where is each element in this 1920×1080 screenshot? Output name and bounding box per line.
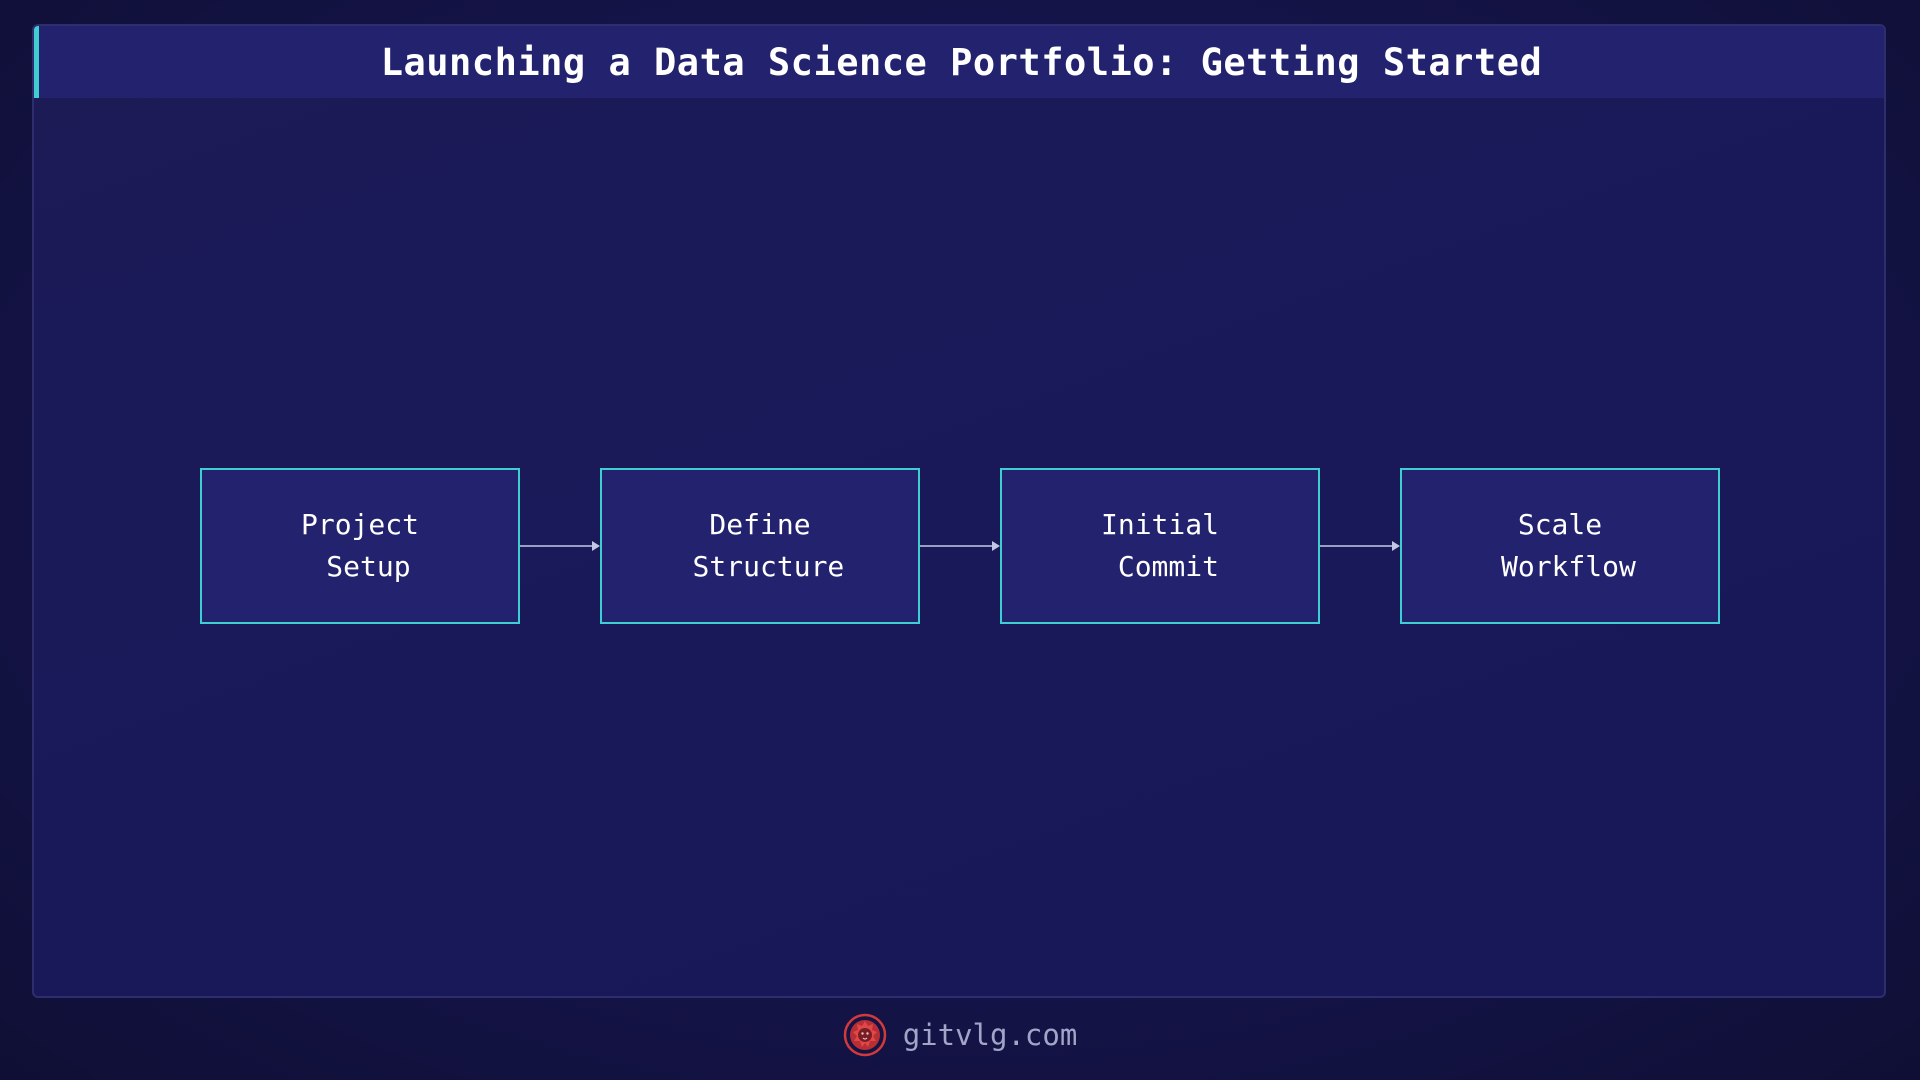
node-define-structure: Define Structure [600,468,920,624]
node-scale-workflow: Scale Workflow [1400,468,1720,624]
node-project-setup: Project Setup [200,468,520,624]
node-label-line: Commit [1100,550,1219,583]
node-label-line: Setup [309,550,411,583]
edge-define-structure-to-initial-commit [920,545,992,547]
edge-initial-commit-to-scale-workflow [1320,545,1392,547]
site-domain: gitvlg.com [902,1018,1078,1052]
lion-head-icon [843,1013,886,1057]
arrowhead [592,541,600,551]
footer: gitvlg.com [0,1010,1920,1060]
title-bar: Launching a Data Science Portfolio: Gett… [34,26,1884,98]
node-label-line: Define [709,508,811,541]
node-label-line: Project [300,508,419,541]
node-initial-commit: Initial Commit [1000,468,1320,624]
node-label-line: Initial [1100,508,1219,541]
node-label-line: Workflow [1484,550,1636,583]
arrowhead [992,541,1000,551]
edge-project-setup-to-define-structure [520,545,592,547]
node-label-line: Structure [675,550,845,583]
node-label-line: Scale [1517,508,1603,541]
page-title: Launching a Data Science Portfolio: Gett… [380,40,1543,84]
arrowhead [1392,541,1400,551]
